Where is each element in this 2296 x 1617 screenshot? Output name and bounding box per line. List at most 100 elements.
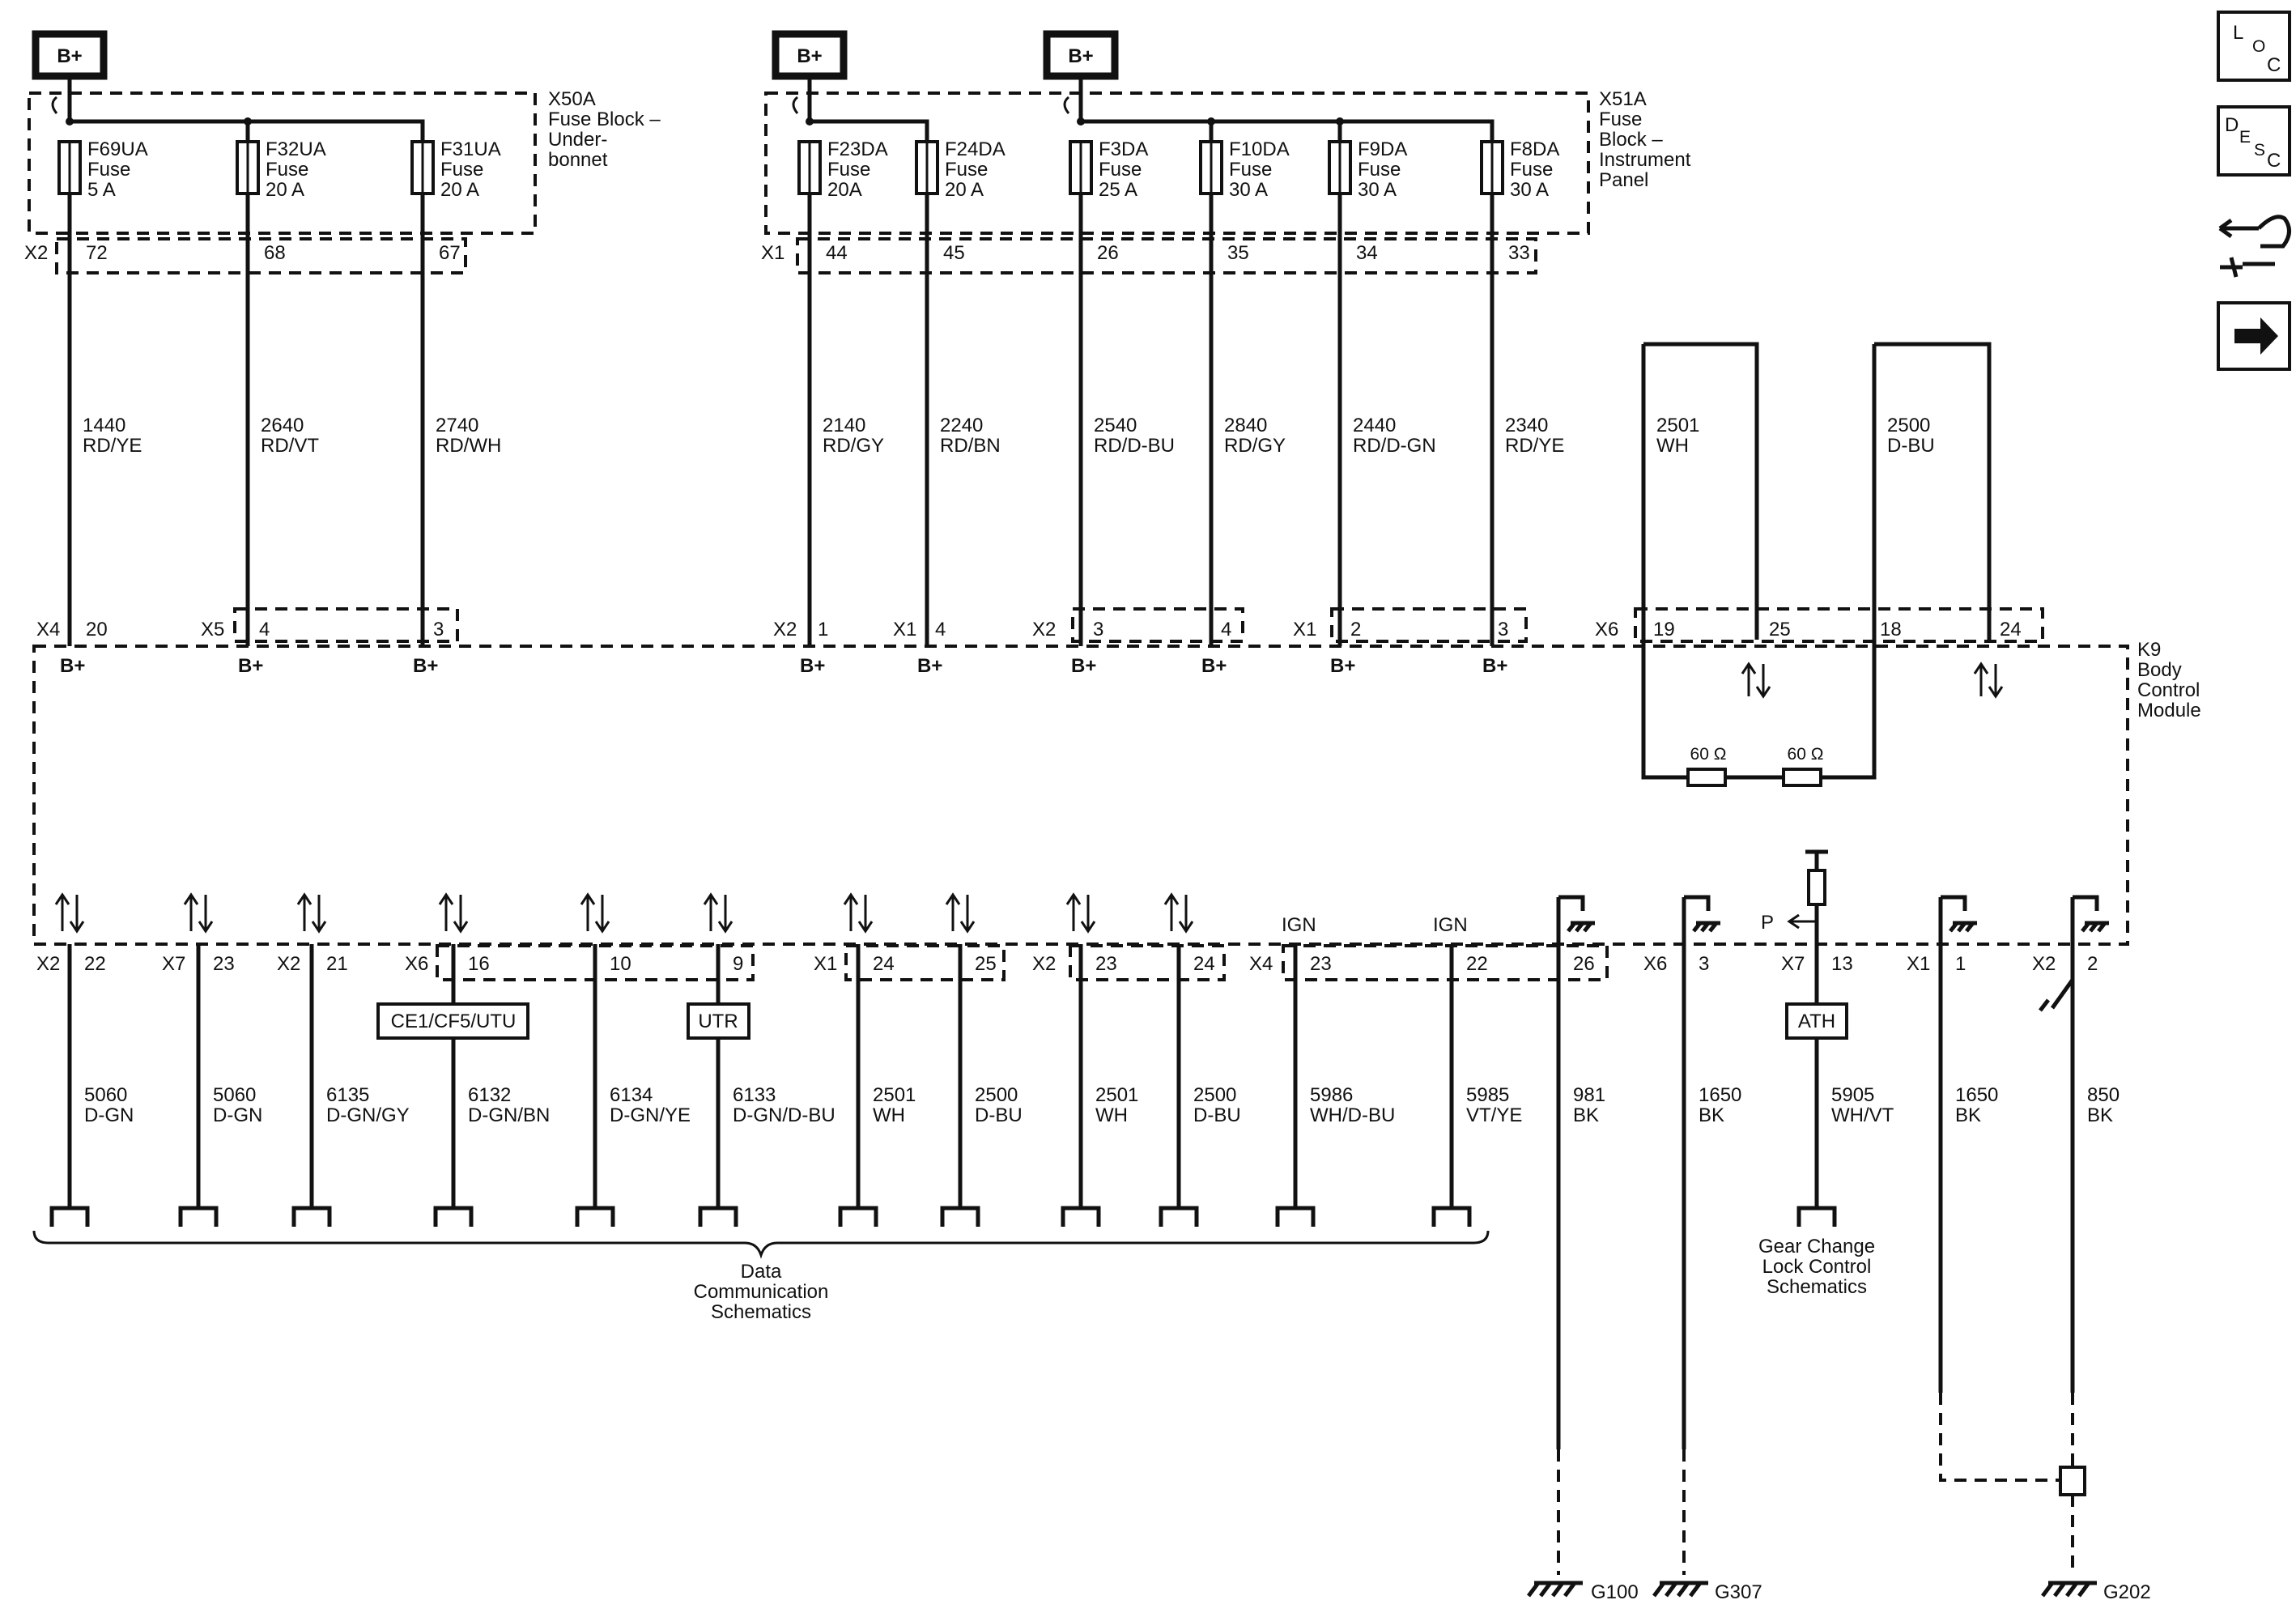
inline-component-boxes: CE1/CF5/UTU UTR ATH: [376, 1002, 1848, 1040]
utr-box: UTR: [698, 1011, 738, 1032]
fuse-pin: 68: [264, 242, 286, 264]
svg-text:5060: 5060: [213, 1084, 256, 1106]
svg-text:20 A: 20 A: [266, 179, 304, 201]
svg-text:2500: 2500: [1193, 1084, 1236, 1106]
svg-text:1650: 1650: [1955, 1084, 1998, 1106]
park-signal-element: P: [1761, 849, 1828, 946]
svg-text:Fuse: Fuse: [1510, 159, 1553, 181]
svg-text:20A: 20A: [827, 179, 862, 201]
ground-g202: G202: [2103, 1581, 2151, 1603]
module-b-plus-label: B+: [1482, 655, 1507, 677]
svg-text:BK: BK: [1573, 1104, 1599, 1126]
loc-icon[interactable]: L O C: [2217, 11, 2291, 82]
svg-text:F3DA: F3DA: [1099, 138, 1148, 160]
svg-text:2340: 2340: [1505, 415, 1548, 436]
svg-text:RD/BN: RD/BN: [940, 435, 1001, 457]
svg-text:X2: X2: [1032, 619, 1056, 640]
fuse-pin: 67: [439, 242, 461, 264]
svg-text:850: 850: [2087, 1084, 2120, 1106]
svg-text:X6: X6: [1643, 953, 1667, 975]
svg-text:RD/D-GN: RD/D-GN: [1353, 435, 1436, 457]
module-pin: 1: [1955, 953, 1966, 975]
svg-text:X1: X1: [893, 619, 916, 640]
power-source-b-plus-3: B+: [1043, 30, 1119, 80]
svg-text:Lock Control: Lock Control: [1762, 1256, 1872, 1278]
svg-text:X1: X1: [1293, 619, 1316, 640]
svg-text:3: 3: [1498, 619, 1508, 640]
svg-text:5905: 5905: [1831, 1084, 1874, 1106]
svg-text:bonnet: bonnet: [548, 149, 608, 171]
connector-repair-icon[interactable]: [2218, 215, 2291, 278]
svg-text:BK: BK: [1699, 1104, 1724, 1126]
svg-text:VT/YE: VT/YE: [1466, 1104, 1522, 1126]
svg-text:2640: 2640: [261, 415, 304, 436]
svg-text:P: P: [1761, 912, 1774, 934]
fuse-block-x50a: X50A Fuse Block – Under- bonnet X2: [24, 78, 661, 274]
svg-text:F69UA: F69UA: [87, 138, 148, 160]
fuse-pin: 35: [1227, 242, 1249, 264]
svg-text:Fuse: Fuse: [1599, 109, 1642, 130]
svg-text:Module: Module: [2137, 700, 2201, 721]
module-pin: 13: [1831, 953, 1853, 975]
module-pin: 24: [873, 953, 895, 975]
svg-text:Schematics: Schematics: [711, 1301, 811, 1323]
svg-text:B+: B+: [1068, 45, 1093, 67]
svg-text:Fuse: Fuse: [1229, 159, 1272, 181]
svg-text:X51A: X51A: [1599, 88, 1647, 110]
svg-text:2501: 2501: [1095, 1084, 1138, 1106]
svg-text:RD/VT: RD/VT: [261, 435, 319, 457]
svg-text:X1: X1: [1907, 953, 1930, 975]
svg-text:X2: X2: [773, 619, 797, 640]
data-communication-reference: Data Communication Schematics: [32, 1230, 1490, 1323]
svg-text:5986: 5986: [1310, 1084, 1353, 1106]
svg-text:X4: X4: [36, 619, 60, 640]
svg-text:D-BU: D-BU: [1193, 1104, 1241, 1126]
svg-text:Communication: Communication: [694, 1281, 829, 1303]
fuse-pin: 34: [1356, 242, 1378, 264]
svg-text:X2: X2: [1032, 953, 1056, 975]
svg-text:WH: WH: [1095, 1104, 1128, 1126]
svg-text:S: S: [2254, 141, 2265, 160]
svg-text:2140: 2140: [823, 415, 865, 436]
module-b-plus-label: B+: [413, 655, 438, 677]
svg-text:19: 19: [1653, 619, 1675, 640]
ign-label-2: IGN: [1433, 914, 1468, 936]
svg-text:Gear Change: Gear Change: [1758, 1236, 1875, 1257]
svg-text:F24DA: F24DA: [945, 138, 1006, 160]
svg-text:Instrument: Instrument: [1599, 149, 1691, 171]
svg-text:Control: Control: [2137, 679, 2200, 701]
fuse-block-x51a: X51A Fuse Block – Instrument Panel X1: [761, 78, 1691, 274]
svg-text:X2: X2: [24, 242, 48, 264]
fuse-pin: 72: [86, 242, 108, 264]
module-b-plus-label: B+: [1071, 655, 1096, 677]
module-pin: 9: [733, 953, 743, 975]
fuse-pin: 26: [1097, 242, 1119, 264]
desc-icon[interactable]: D E S C: [2217, 105, 2291, 177]
svg-text:3: 3: [433, 619, 444, 640]
svg-text:30 A: 30 A: [1510, 179, 1549, 201]
svg-text:L: L: [2233, 22, 2243, 44]
svg-text:F10DA: F10DA: [1229, 138, 1290, 160]
svg-text:Fuse: Fuse: [945, 159, 988, 181]
ce1-cf5-utu-box: CE1/CF5/UTU: [391, 1011, 517, 1032]
svg-text:5 A: 5 A: [87, 179, 116, 201]
next-page-arrow-icon[interactable]: [2217, 301, 2291, 371]
